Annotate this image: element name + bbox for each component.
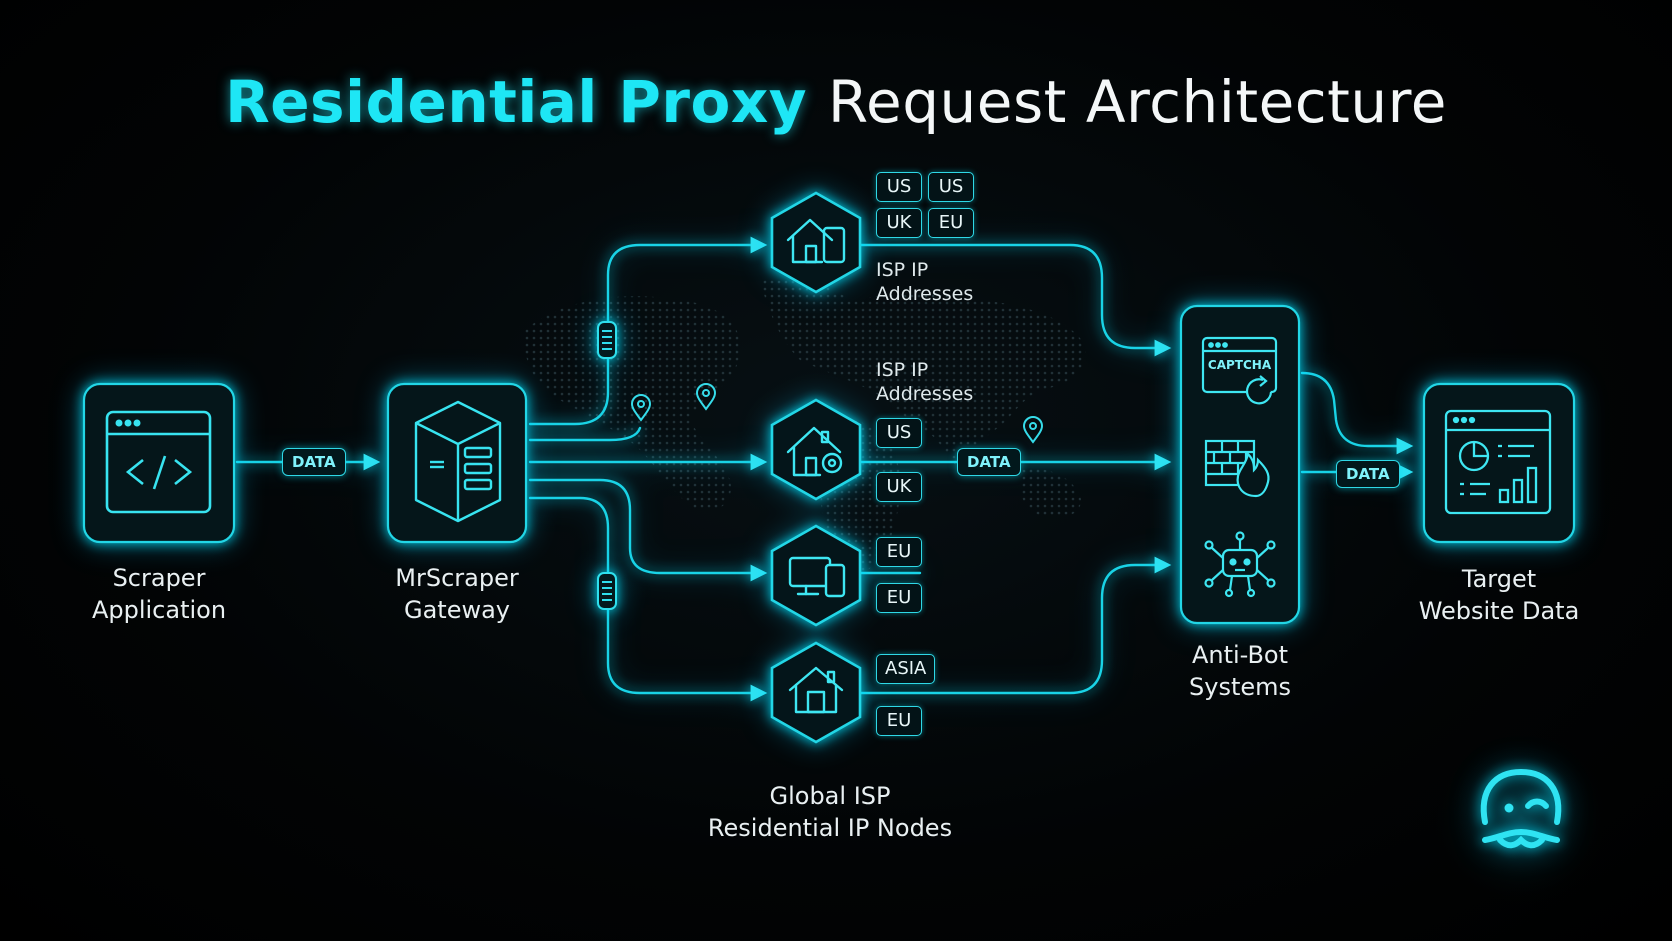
residential-node-hexagons — [770, 191, 862, 744]
anti-bot-label: Anti-Bot Systems — [1145, 639, 1335, 703]
house-location-icon — [786, 426, 843, 477]
region-tag: US — [876, 172, 922, 202]
robot-network-icon — [1204, 531, 1276, 598]
server-icon — [414, 400, 502, 523]
isp-line: ISP IP — [876, 259, 929, 281]
gateway-label: MrScraper Gateway — [362, 562, 552, 626]
isp-line: ISP IP — [876, 359, 929, 381]
target-website-label: Target Website Data — [1394, 563, 1604, 627]
isp-ip-label-top: ISP IP Addresses — [876, 258, 973, 306]
mustache-face-logo-icon — [1480, 768, 1562, 849]
target-website-node — [1422, 382, 1576, 544]
isp-ip-label-middle: ISP IP Addresses — [876, 358, 973, 406]
region-tag: US — [928, 172, 974, 202]
house-icon — [788, 666, 844, 714]
code-window-icon — [105, 410, 212, 514]
gateway-node — [386, 382, 528, 544]
data-tag-node-antibot: DATA — [957, 448, 1021, 476]
location-pin-icon — [630, 383, 1044, 444]
region-tag: UK — [876, 208, 922, 238]
isp-line: Addresses — [876, 283, 974, 305]
region-tag: US — [876, 418, 922, 448]
desktop-phone-icon — [788, 556, 846, 598]
brand-glow — [1431, 728, 1611, 908]
label-line: Target — [1461, 565, 1537, 593]
title-rest: Request Architecture — [827, 68, 1447, 136]
label-line: Anti-Bot — [1191, 641, 1289, 669]
region-tag: EU — [876, 706, 922, 736]
region-tag: EU — [876, 537, 922, 567]
dashboard-chart-icon — [1444, 409, 1552, 515]
label-line: Website Data — [1418, 597, 1580, 625]
residential-node-1 — [770, 191, 862, 294]
data-tag-scraper-gateway: DATA — [282, 448, 346, 476]
scraper-application-label: Scraper Application — [64, 562, 254, 626]
label-line: Application — [91, 596, 227, 624]
isp-line: Addresses — [876, 383, 974, 405]
label-line: Gateway — [403, 596, 511, 624]
anti-bot-systems-node — [1179, 304, 1301, 625]
label-line: MrScraper — [395, 564, 519, 592]
scraper-application-node — [82, 382, 236, 544]
region-tag: EU — [928, 208, 974, 238]
label-line: Systems — [1189, 673, 1291, 701]
residential-node-3 — [770, 524, 862, 627]
house-phone-icon — [786, 218, 846, 264]
data-tag-antibot-target: DATA — [1336, 460, 1400, 488]
label-line: Scraper — [112, 564, 206, 592]
global-isp-nodes-label: Global ISP Residential IP Nodes — [690, 780, 970, 844]
region-tag: ASIA — [876, 654, 936, 684]
title-accent: Residential Proxy — [225, 68, 808, 136]
region-tag: UK — [876, 472, 922, 502]
captcha-label: CAPTCHA — [1207, 358, 1272, 372]
firewall-flame-icon — [1204, 439, 1270, 498]
line-connector-icon — [597, 321, 617, 610]
label-line: Residential IP Nodes — [707, 814, 953, 842]
region-tag: EU — [876, 583, 922, 613]
page-title: Residential Proxy Request Architecture — [0, 68, 1672, 136]
label-line: Global ISP — [769, 782, 891, 810]
captcha-refresh-icon — [1201, 336, 1278, 405]
